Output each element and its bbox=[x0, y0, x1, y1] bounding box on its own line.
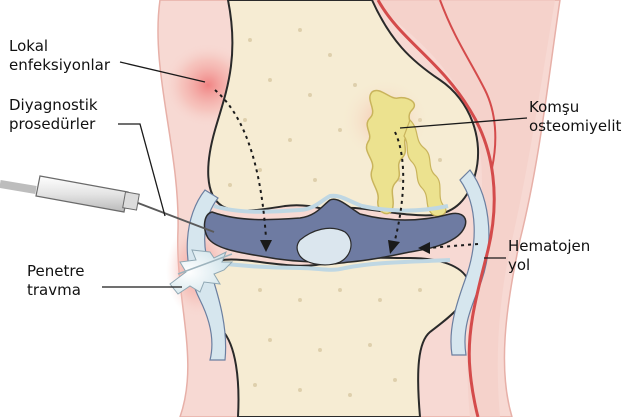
label-diagnostic-procedures: Diyagnostik prosedürler bbox=[9, 96, 98, 134]
label-penetrating-trauma-line2: travma bbox=[27, 281, 84, 300]
label-local-infections: Lokal enfeksiyonlar bbox=[9, 37, 110, 75]
label-adjacent-osteomyelitis-line1: Komşu bbox=[529, 98, 621, 117]
label-hematogenous-route-line2: yol bbox=[508, 256, 590, 275]
label-penetrating-trauma: Penetre travma bbox=[27, 262, 84, 300]
label-local-infections-line2: enfeksiyonlar bbox=[9, 56, 110, 75]
label-local-infections-line1: Lokal bbox=[9, 37, 110, 56]
label-hematogenous-route: Hematojen yol bbox=[508, 237, 590, 275]
label-adjacent-osteomyelitis: Komşu osteomiyelit bbox=[529, 98, 621, 136]
label-diagnostic-procedures-line2: prosedürler bbox=[9, 115, 98, 134]
label-diagnostic-procedures-line1: Diyagnostik bbox=[9, 96, 98, 115]
label-hematogenous-route-line1: Hematojen bbox=[508, 237, 590, 256]
label-adjacent-osteomyelitis-line2: osteomiyelit bbox=[529, 117, 621, 136]
label-penetrating-trauma-line1: Penetre bbox=[27, 262, 84, 281]
